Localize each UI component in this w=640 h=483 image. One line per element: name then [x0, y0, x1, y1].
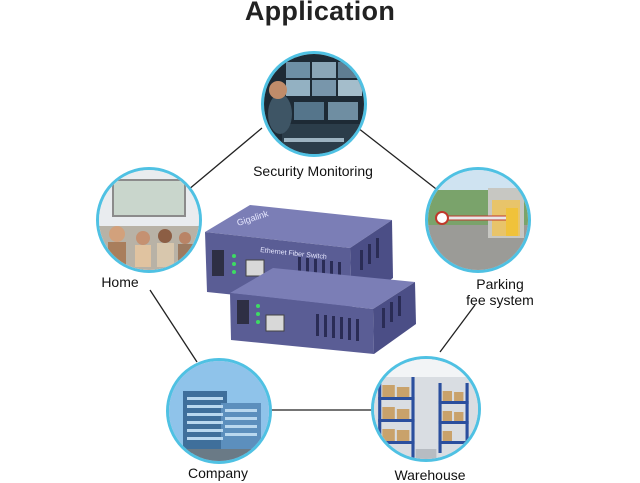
node-label-company: Company: [188, 465, 248, 481]
connector-security-parking: [357, 127, 441, 193]
home-image: [96, 167, 202, 273]
node-label-security: Security Monitoring: [253, 163, 373, 179]
connector-parking-warehouse: [439, 304, 476, 353]
connector-security-home: [187, 127, 263, 191]
security-monitoring-image: [261, 51, 367, 157]
node-label-warehouse: Warehouse: [394, 467, 466, 483]
company-image: [166, 358, 272, 464]
family-tv-icon: [99, 170, 199, 270]
parking-barrier-icon: [428, 170, 528, 270]
node-label-parking: Parking fee system: [466, 276, 534, 308]
connector-home-company: [149, 289, 198, 363]
diagram-title: Application: [244, 0, 396, 26]
warehouse-image: [371, 356, 481, 462]
node-label-home: Home: [101, 274, 139, 290]
security-camera-monitors-icon: [264, 54, 364, 154]
warehouse-shelves-icon: [374, 359, 478, 459]
parking-image: [425, 167, 531, 273]
office-building-icon: [169, 361, 269, 461]
